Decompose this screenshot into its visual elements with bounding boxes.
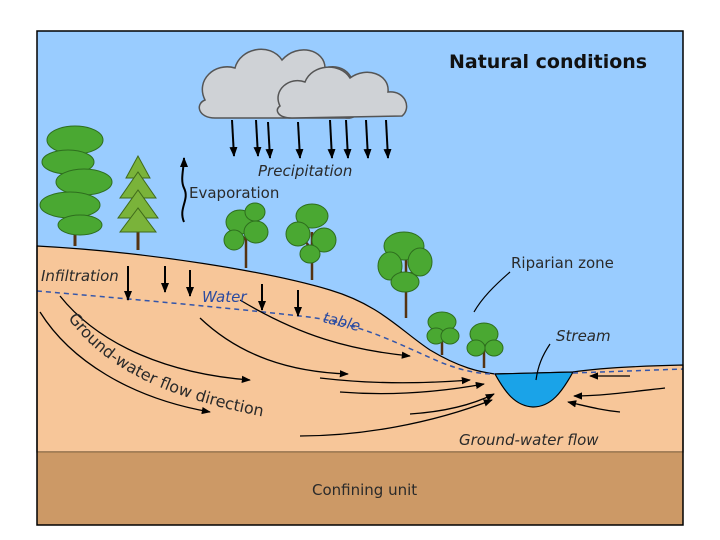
diagram-title: Natural conditions <box>449 51 647 73</box>
riparian-zone-label: Riparian zone <box>511 254 614 272</box>
precipitation-label: Precipitation <box>258 162 352 180</box>
stream-label: Stream <box>556 327 611 345</box>
infiltration-label: Infiltration <box>41 267 119 285</box>
groundwater-flow-label: Ground-water flow <box>459 431 599 449</box>
evaporation-label: Evaporation <box>189 184 279 202</box>
water-table-label-1: Water <box>202 288 247 306</box>
confining-unit-label: Confining unit <box>312 481 417 499</box>
